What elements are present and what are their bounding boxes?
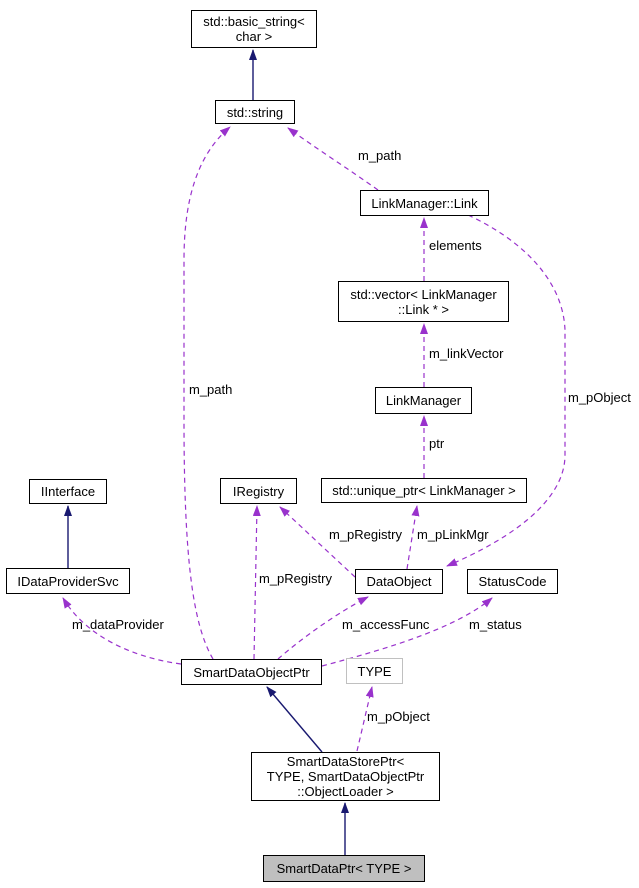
edge-usage-objectptr-idataprovidersvc-m-dataprovider — [62, 597, 182, 665]
node-dataobject[interactable]: DataObject — [355, 569, 443, 594]
node-std-unique-ptr-linkmanager[interactable]: std::unique_ptr< LinkManager > — [321, 478, 527, 503]
node-iregistry[interactable]: IRegistry — [220, 478, 297, 504]
node-idataprovidersvc[interactable]: IDataProviderSvc — [6, 568, 130, 594]
edge-label-m-pregistry-smart: m_pRegistry — [259, 571, 332, 586]
node-smartdataobjectptr[interactable]: SmartDataObjectPtr — [181, 659, 322, 685]
node-smartdatastoreptr[interactable]: SmartDataStorePtr< TYPE, SmartDataObject… — [251, 752, 440, 801]
edge-label-m-pobject-link: m_pObject — [568, 390, 631, 405]
edge-inherit-storeptr-objectptr — [266, 686, 323, 753]
edge-usage-objectptr-dataobject-m-accessfunc — [277, 596, 369, 660]
edge-label-elements: elements — [429, 238, 482, 253]
node-smartdataptr-current: SmartDataPtr< TYPE > — [263, 855, 425, 882]
node-std-basic-string[interactable]: std::basic_string< char > — [191, 10, 317, 48]
edge-usage-dataobject-iregistry-m-pregistry — [279, 506, 356, 578]
edge-label-m-plinkmgr: m_pLinkMgr — [417, 527, 489, 542]
node-linkmanager[interactable]: LinkManager — [375, 387, 472, 414]
edge-label-m-accessfunc: m_accessFunc — [342, 617, 430, 632]
edge-label-m-pregistry-dataobject: m_pRegistry — [329, 527, 402, 542]
edge-label-ptr: ptr — [429, 436, 445, 451]
node-statuscode[interactable]: StatusCode — [467, 569, 558, 594]
edge-label-m-status: m_status — [469, 617, 522, 632]
edge-usage-link-string-m-path — [287, 127, 379, 191]
edge-label-m-path-smart: m_path — [189, 382, 233, 397]
node-type-template-param: TYPE — [346, 658, 403, 684]
edge-usage-link-dataobject-m-pobject — [446, 214, 566, 567]
node-std-vector-link[interactable]: std::vector< LinkManager ::Link * > — [338, 281, 509, 322]
edge-label-m-dataprovider: m_dataProvider — [72, 617, 164, 632]
node-std-string[interactable]: std::string — [215, 100, 295, 124]
node-iinterface[interactable]: IInterface — [29, 479, 107, 504]
edge-label-m-path-link: m_path — [358, 148, 402, 163]
edge-label-m-pobject-store: m_pObject — [367, 709, 430, 724]
edge-usage-dataobject-uniqueptr-m-plinkmgr — [406, 505, 420, 570]
edge-usage-objectptr-statuscode-m-status — [321, 597, 493, 667]
edge-usage-objectptr-iregistry-m-pregistry — [252, 505, 261, 660]
node-linkmanager-link[interactable]: LinkManager::Link — [360, 190, 489, 216]
edge-label-m-linkvector: m_linkVector — [429, 346, 504, 361]
